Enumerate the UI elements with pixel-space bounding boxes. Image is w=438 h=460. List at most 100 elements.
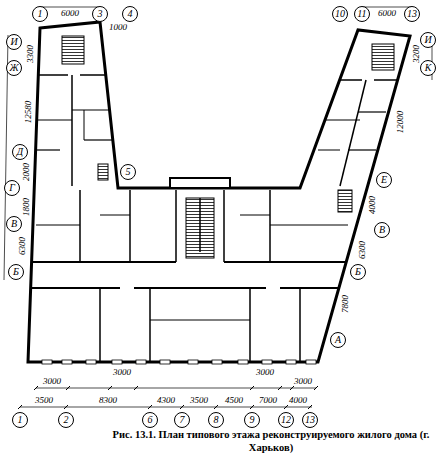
plan-stroke — [249, 288, 251, 362]
axis-label: 1 — [18, 415, 23, 425]
plan-stroke — [149, 288, 151, 362]
axis-label: 2 — [64, 415, 69, 425]
dimension-label: 3000 — [255, 367, 275, 377]
dimension-label: 2000 — [21, 162, 31, 182]
plan-stroke — [37, 119, 72, 120]
plan-stroke — [36, 149, 60, 150]
plan-stroke — [270, 225, 348, 226]
axis-bubble: В — [6, 216, 22, 232]
plan-stroke — [62, 360, 72, 364]
dimension-label: 6000 — [377, 8, 397, 18]
plan-stroke — [286, 360, 296, 364]
plan-stroke — [28, 22, 410, 362]
plan-stroke — [134, 386, 138, 390]
axis-label: 5 — [126, 167, 131, 177]
axis-label: А — [335, 335, 341, 345]
plan-stroke — [32, 261, 176, 263]
axis-bubble: 9 — [244, 412, 260, 428]
axis-bubble: Д — [12, 144, 28, 160]
plan-stroke — [170, 178, 230, 188]
plan-stroke — [31, 287, 120, 289]
axis-bubble: 2 — [58, 412, 74, 428]
plan-stroke — [134, 287, 266, 289]
axis-label: К — [425, 63, 432, 73]
dimension-label: 4500 — [224, 395, 244, 405]
axis-bubble: А — [330, 332, 346, 348]
plan-stroke — [238, 360, 248, 364]
dimension-label: 3500 — [34, 395, 54, 405]
plan-stroke — [39, 74, 68, 76]
plan-stroke — [150, 320, 250, 321]
dimension-label: 3000 — [112, 367, 132, 377]
plan-stroke — [374, 79, 398, 81]
dimension-label: 3000 — [293, 376, 313, 386]
axis-bubble: 11 — [354, 6, 370, 22]
dimension-label: 8300 — [98, 395, 118, 405]
walls — [28, 22, 410, 362]
dimension-label: 7000 — [258, 395, 278, 405]
plan-stroke — [326, 119, 360, 120]
plan-stroke — [112, 360, 122, 364]
plan-stroke — [340, 79, 362, 81]
axis-bubble: К — [420, 60, 436, 76]
axis-label: 1 — [38, 9, 43, 19]
plan-stroke — [175, 190, 177, 262]
plan-stroke — [212, 360, 222, 364]
axis-label: 11 — [357, 9, 366, 19]
plan-stroke — [186, 198, 214, 258]
plan-stroke — [129, 190, 131, 262]
axis-label: В — [11, 219, 17, 229]
axis-label: 13 — [407, 9, 417, 19]
plan-stroke — [62, 36, 84, 64]
plan-stroke — [308, 405, 312, 409]
plan-stroke — [358, 111, 386, 112]
plan-stroke — [79, 190, 81, 262]
axis-bubble: 7 — [174, 412, 190, 428]
axis-label: Б — [13, 267, 19, 277]
plan-stroke — [348, 149, 376, 150]
dimension-label: 12580 — [23, 100, 33, 125]
axis-label: И — [10, 37, 17, 47]
axis-label: Ж — [9, 63, 18, 73]
plan-stroke — [223, 190, 225, 262]
axis-bubble: 10 — [332, 6, 348, 22]
figure-caption: Рис. 13.1. План типового этажа реконстру… — [112, 428, 430, 454]
axis-label: 4 — [128, 9, 133, 19]
plan-stroke — [86, 360, 96, 364]
axis-bubble: 13 — [404, 6, 420, 22]
plan-stroke — [299, 288, 301, 362]
axis-label: 13 — [305, 415, 315, 425]
dimension-label: 1000 — [108, 22, 128, 32]
plan-stroke — [84, 139, 112, 140]
plan-stroke — [34, 386, 38, 390]
plan-stroke — [250, 386, 254, 390]
dimension-label: 7800 — [340, 294, 350, 314]
axis-label: 12 — [281, 415, 291, 425]
plan-stroke — [214, 405, 218, 409]
axis-bubble: В — [374, 222, 390, 238]
plan-stroke — [99, 288, 101, 362]
axis-bubble: 1 — [12, 412, 28, 428]
axis-bubble: И — [6, 34, 22, 50]
dimension-lines — [4, 7, 432, 407]
plan-stroke — [80, 74, 105, 76]
plan-stroke — [280, 287, 339, 289]
plan-stroke — [338, 190, 352, 212]
plan-stroke — [36, 225, 80, 226]
dimension-label: 3200 — [411, 44, 421, 64]
plan-stroke — [20, 407, 312, 408]
dimension-label: 4300 — [156, 395, 176, 405]
plan-stroke — [108, 386, 112, 390]
plan-stroke — [98, 164, 108, 180]
axis-label: 9 — [250, 415, 255, 425]
plan-stroke — [148, 405, 152, 409]
axis-label: В — [379, 225, 385, 235]
plan-stroke — [72, 109, 110, 110]
dimension-label: 4000 — [367, 195, 377, 215]
axis-bubble: 1 — [32, 6, 48, 22]
dimension-label: 6300 — [357, 240, 367, 260]
axis-bubble: Б — [8, 264, 24, 280]
axis-label: Е — [381, 175, 387, 185]
plan-stroke — [306, 360, 316, 364]
